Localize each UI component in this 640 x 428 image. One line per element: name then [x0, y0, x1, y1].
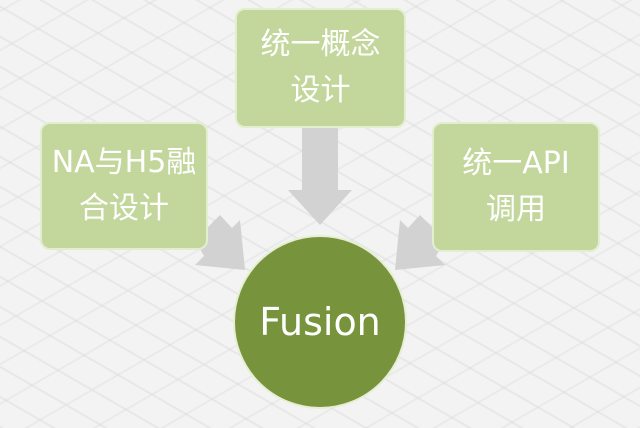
node-concept: 统一概念 设计 — [235, 8, 406, 128]
fusion-circle: Fusion — [233, 235, 407, 409]
node-text: 统一概念 — [260, 27, 381, 62]
node-na-h5: NA与H5融 合设计 — [40, 122, 208, 250]
fusion-label: Fusion — [259, 300, 381, 344]
node-text: 调用 — [486, 192, 546, 227]
arrow-top — [288, 128, 352, 225]
node-text: 合设计 — [79, 191, 169, 226]
node-text: 设计 — [290, 73, 351, 108]
node-text: 统一API — [462, 146, 570, 181]
node-text: NA与H5融 — [51, 145, 197, 180]
node-api: 统一API 调用 — [432, 122, 600, 252]
